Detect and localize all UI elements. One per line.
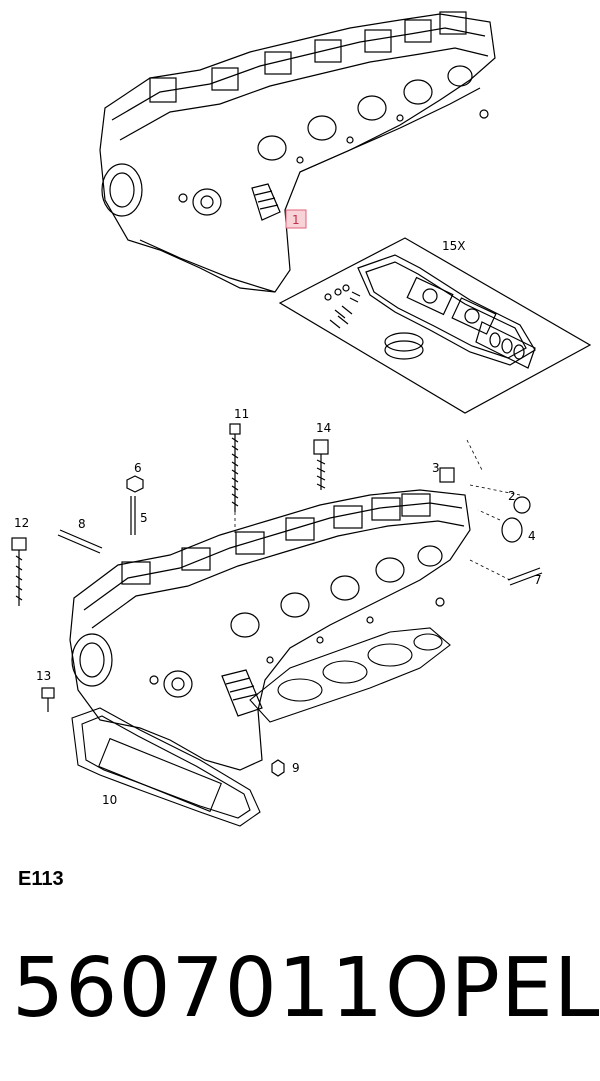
brand-name: OPEL xyxy=(385,941,600,1036)
part-label-5: 5 xyxy=(140,511,148,525)
manifold-gasket xyxy=(71,707,261,827)
part-number: 5607011 xyxy=(12,941,385,1036)
part-label-1: 1 xyxy=(292,213,300,227)
cylinder-head-exploded-diagram: 1 15X xyxy=(11,11,592,827)
part-label-8: 8 xyxy=(78,517,86,531)
part-1-highlight xyxy=(285,209,307,229)
part-label-15: 15X xyxy=(442,239,466,253)
gasket-kit-box xyxy=(278,237,592,414)
part-label-9: 9 xyxy=(292,761,300,775)
part-label-7: 7 xyxy=(534,573,542,587)
cylinder-head-drawing-top xyxy=(99,11,496,293)
part-label-11: 11 xyxy=(234,407,249,421)
fasteners xyxy=(11,423,543,777)
part-label-4: 4 xyxy=(528,529,536,543)
part-label-10: 10 xyxy=(102,793,117,807)
part-label-6: 6 xyxy=(134,461,142,475)
diagram-page-code: E113 xyxy=(18,868,64,890)
part-label-2: 2 xyxy=(508,489,516,503)
cylinder-head-drawing-bottom xyxy=(69,489,471,771)
head-gasket xyxy=(249,627,451,723)
part-label-3: 3 xyxy=(432,461,440,475)
part-label-13: 13 xyxy=(36,669,51,683)
leader-lines xyxy=(234,439,521,581)
part-label-12: 12 xyxy=(14,516,29,530)
part-label-14: 14 xyxy=(316,421,331,435)
